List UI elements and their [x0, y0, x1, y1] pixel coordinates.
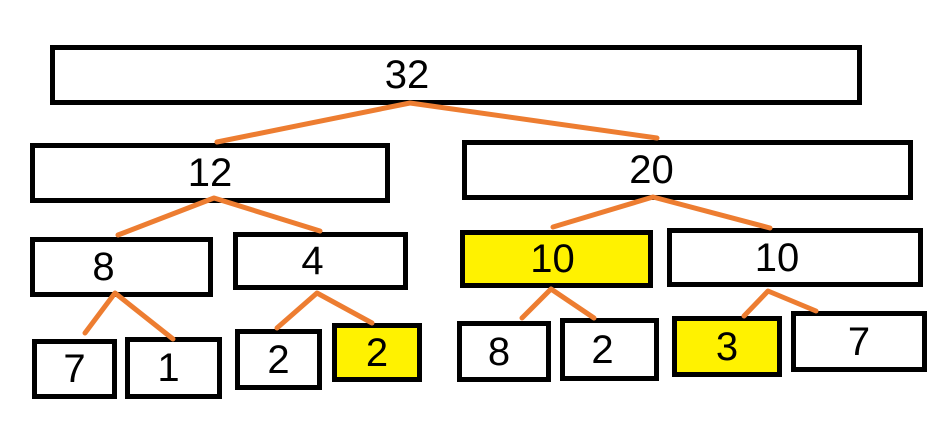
tree-node-20-value: 20: [629, 148, 674, 192]
tree-node-8: 8: [30, 237, 213, 297]
tree-node-4-value: 4: [301, 239, 324, 283]
connector-12-children: [115, 195, 323, 238]
tree-leaf-3-highlighted-value: 3: [715, 324, 739, 369]
tree-node-10: 10: [667, 228, 923, 287]
tree-node-root-value: 32: [384, 53, 430, 97]
tree-leaf-2c-value: 2: [591, 327, 614, 372]
tree-node-root: 32: [50, 45, 862, 105]
tree-node-12: 12: [30, 143, 390, 203]
tree-leaf-2-highlighted: 2: [332, 323, 422, 382]
tree-leaf-7: 7: [32, 339, 117, 399]
tree-leaf-1: 1: [125, 337, 222, 399]
tree-leaf-7b-value: 7: [847, 319, 871, 364]
tree-node-10-highlighted-value: 10: [530, 237, 575, 281]
connector-8-children: [82, 290, 176, 342]
tree-leaf-2-highlighted-value: 2: [365, 330, 389, 375]
tree-node-20: 20: [462, 140, 913, 200]
tree-leaf-3-highlighted: 3: [672, 316, 782, 377]
connector-root-children: [214, 100, 660, 145]
tree-node-12-value: 12: [187, 151, 233, 195]
tree-node-10-value: 10: [754, 235, 800, 280]
connector-20-children: [550, 194, 773, 231]
tree-leaf-2a: 2: [235, 329, 322, 390]
tree-leaf-8: 8: [457, 321, 551, 382]
tree-leaf-7-value: 7: [63, 347, 86, 391]
tree-leaf-8-value: 8: [487, 329, 511, 374]
tree-leaf-7b: 7: [791, 311, 927, 372]
tree-leaf-1-value: 1: [157, 346, 180, 390]
connector-10-left-children: [519, 286, 597, 321]
tree-node-10-highlighted: 10: [460, 230, 653, 288]
tree-node-4: 4: [233, 232, 408, 290]
tree-node-8-value: 8: [92, 245, 115, 289]
tree-leaf-2c: 2: [560, 318, 659, 381]
tree-leaf-2a-value: 2: [267, 337, 290, 382]
